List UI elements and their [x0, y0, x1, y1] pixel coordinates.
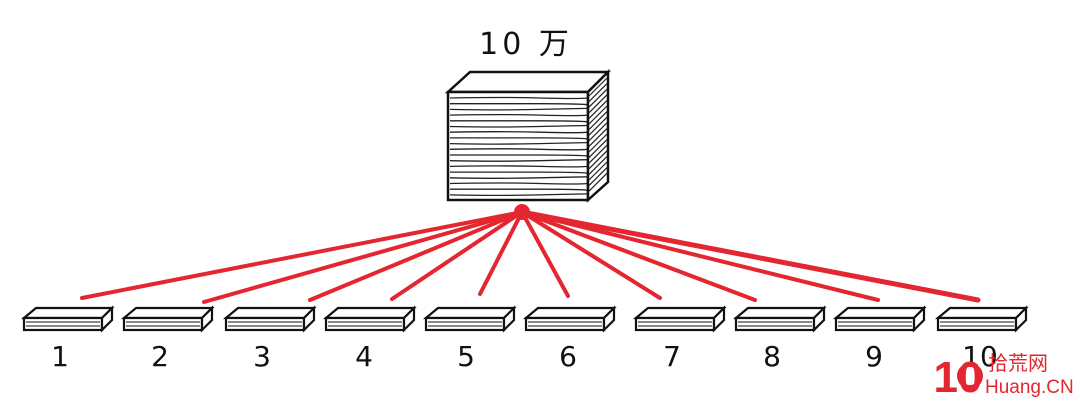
bottom-label-1: 1: [51, 340, 69, 373]
thin-paper-stack-icon: [522, 305, 617, 333]
bottom-label-7: 7: [663, 340, 681, 373]
bottom-label-3: 3: [253, 340, 271, 373]
small-stacks-row: [20, 305, 1029, 333]
connection-line-5: [478, 210, 524, 296]
watermark-circle-icon: [957, 363, 983, 389]
connection-line-9: [520, 210, 880, 302]
connection-line-1: [80, 210, 524, 300]
bottom-label-8: 8: [763, 340, 781, 373]
watermark-brand-en: Huang.CN: [985, 377, 1074, 398]
watermark-brand-cn: 拾荒网: [988, 352, 1048, 375]
connection-line-10: [519, 209, 981, 303]
thin-paper-stack-icon: [222, 305, 317, 333]
connection-line-6: [520, 210, 570, 298]
thin-paper-stack-icon: [422, 305, 517, 333]
thin-paper-stack-icon: [934, 305, 1029, 333]
thin-paper-stack-icon: [120, 305, 215, 333]
watermark-logo: 10 拾荒网 Huang.CN: [934, 352, 1074, 402]
bottom-label-6: 6: [559, 340, 577, 373]
thin-paper-stack-icon: [20, 305, 115, 333]
bottom-label-4: 4: [355, 340, 373, 373]
connection-lines: [80, 209, 981, 304]
connection-line-4: [390, 210, 524, 301]
bottom-label-10: 10: [962, 340, 998, 373]
thin-paper-stack-icon: [832, 305, 927, 333]
thin-paper-stack-icon: [732, 305, 827, 333]
thin-paper-stack-icon: [322, 305, 417, 333]
thin-paper-stack-icon: [632, 305, 727, 333]
top-stack-label: 10 万: [479, 27, 573, 62]
connection-line-3: [308, 210, 524, 302]
bottom-label-2: 2: [151, 340, 169, 373]
bottom-label-5: 5: [457, 340, 475, 373]
bottom-labels-row: 1 2 3 4 5 6 7 8 9 10: [51, 340, 998, 373]
hub-dot: [514, 204, 530, 220]
connection-line-7: [520, 210, 662, 300]
connection-line-2: [202, 210, 524, 304]
bottom-label-9: 9: [865, 340, 883, 373]
paper-stack-icon: [444, 68, 612, 203]
connection-line-8: [520, 210, 757, 302]
